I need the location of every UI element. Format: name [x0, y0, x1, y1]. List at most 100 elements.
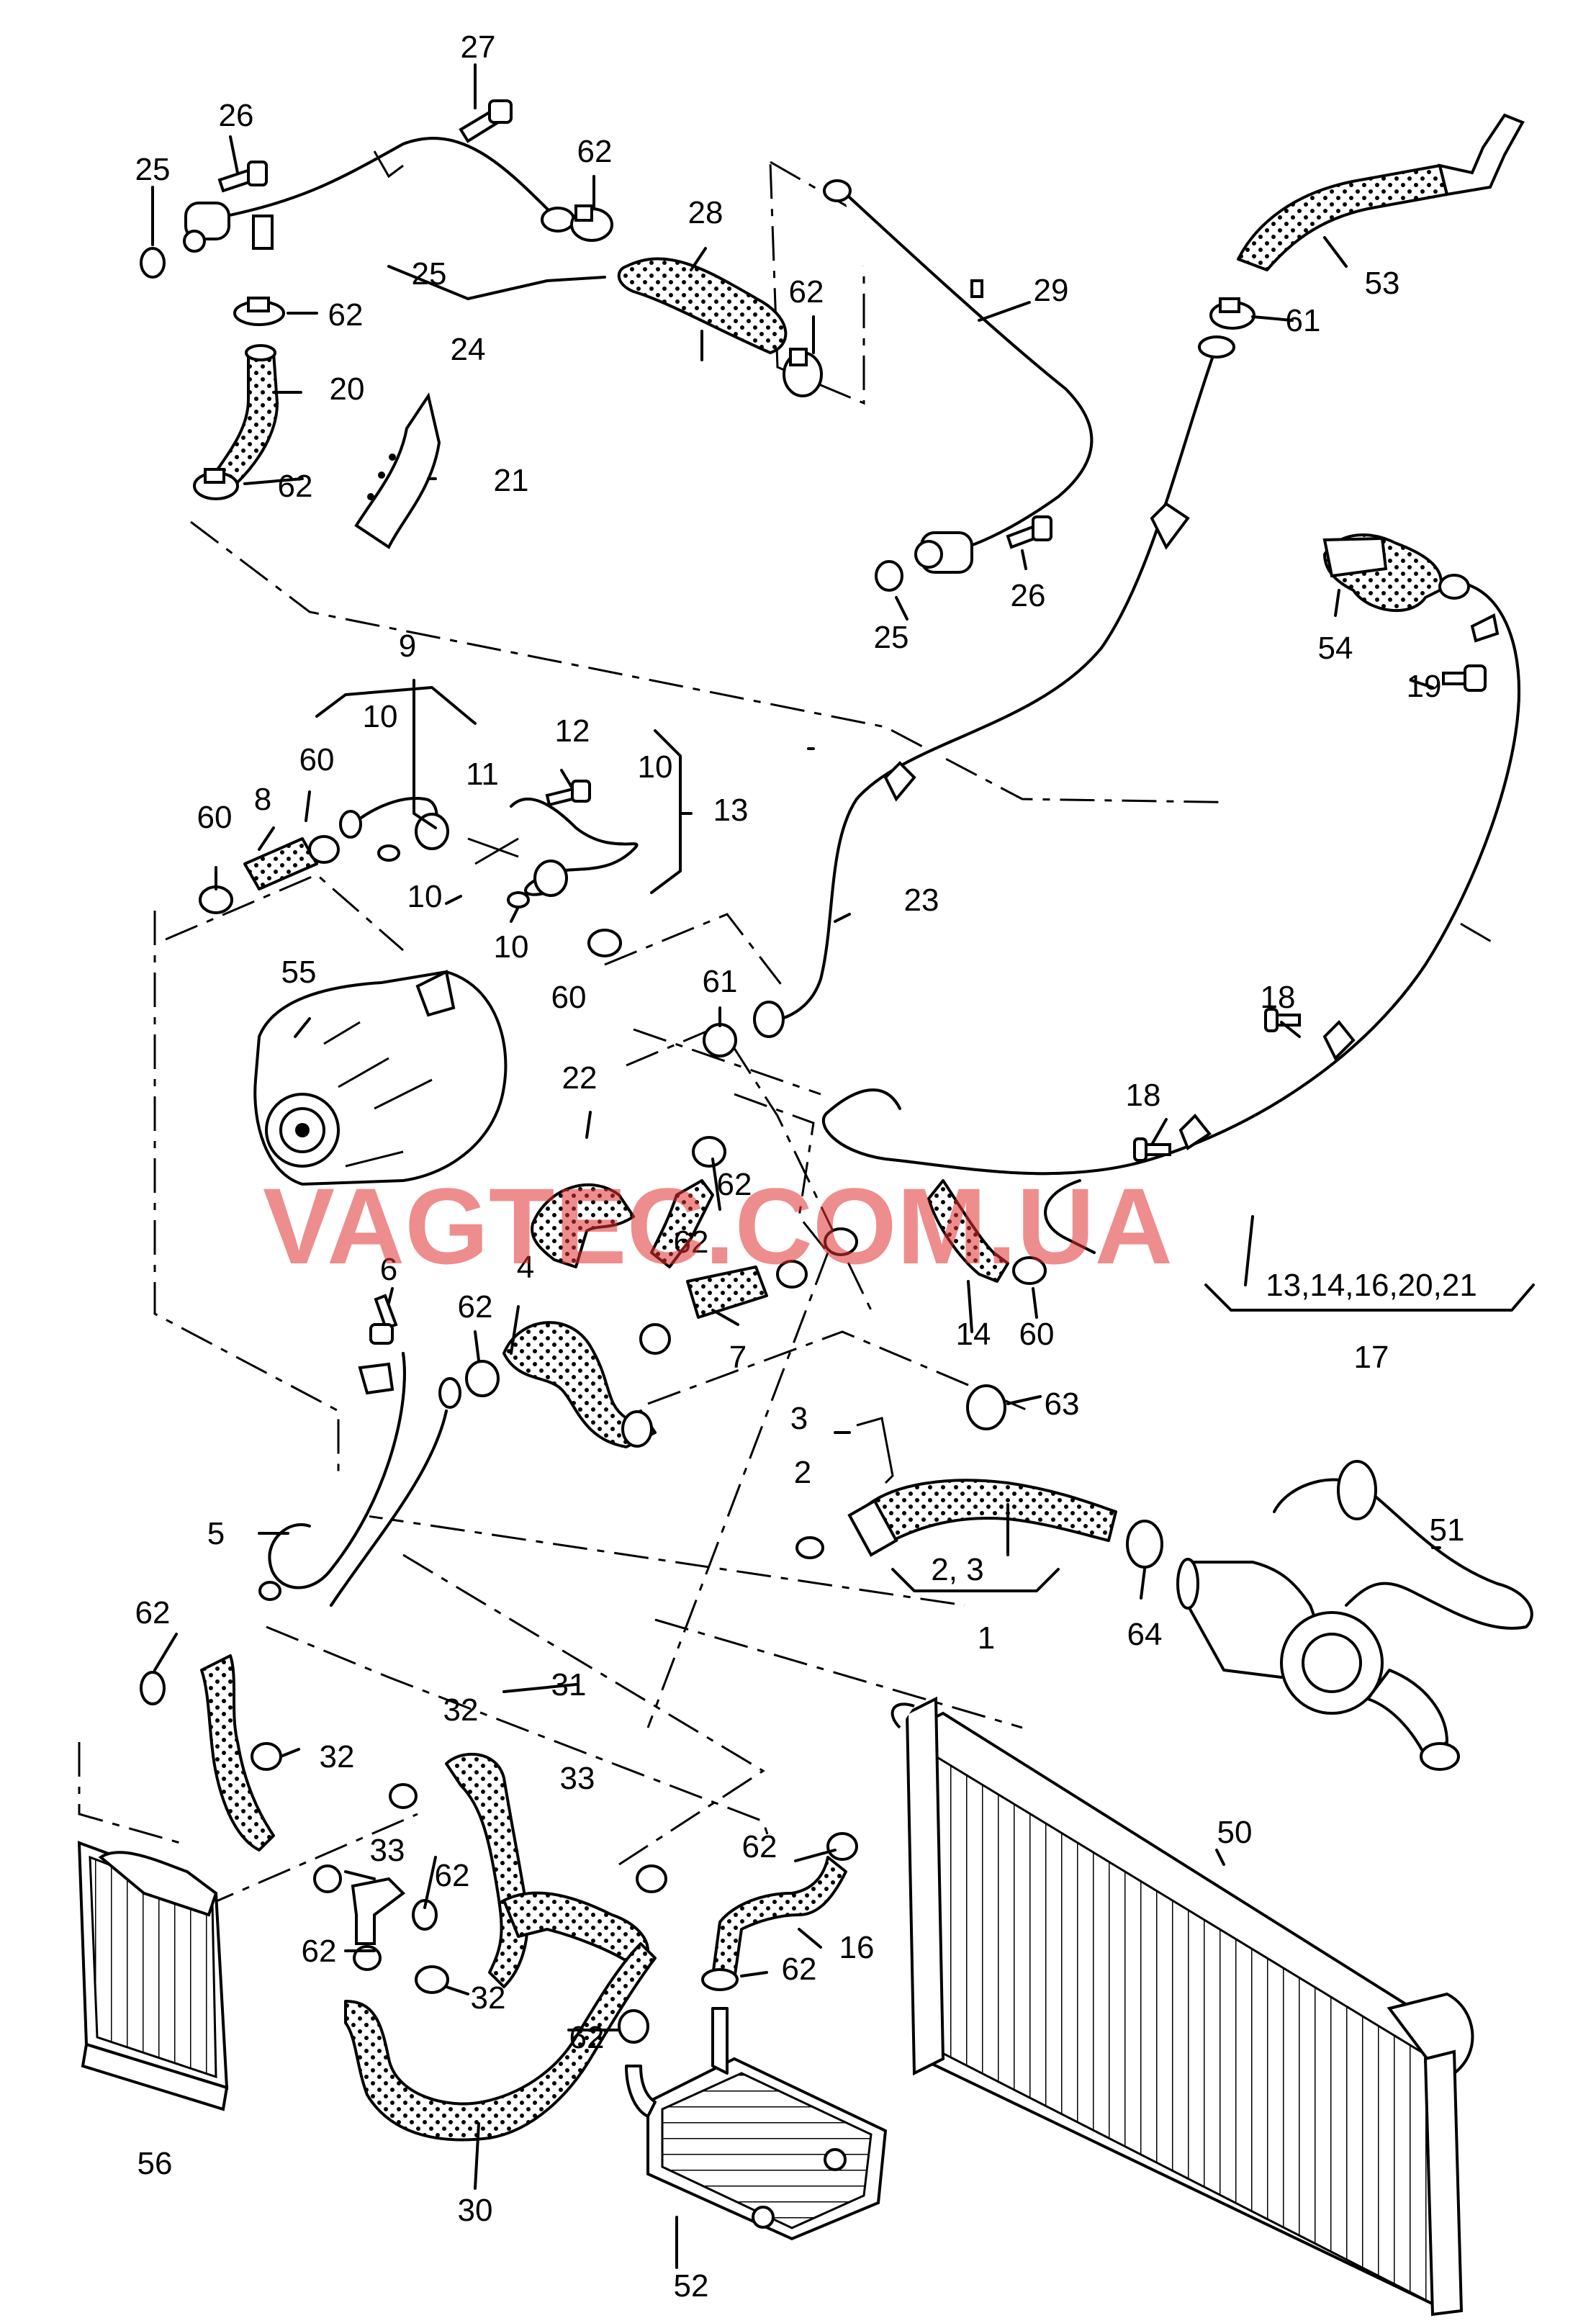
label-63: 63: [1045, 1386, 1080, 1422]
label-12: 12: [555, 713, 590, 749]
label-26: 26: [219, 98, 254, 133]
label-21: 21: [494, 463, 529, 498]
watermark-text: VAGTEC.COM.UA: [263, 1165, 1173, 1286]
clamp-63: [966, 1384, 1006, 1430]
label-10: 10: [494, 929, 529, 965]
label-55: 55: [281, 955, 317, 990]
bolt-12: [545, 780, 591, 807]
label-1: 1: [978, 1620, 995, 1656]
clamp-62-mid: [233, 297, 285, 326]
alternator-55: [253, 970, 508, 1186]
clamp-62-hose-16: [826, 1832, 858, 1861]
label-32: 32: [471, 1980, 506, 2016]
bolt-26-lower: [1006, 515, 1052, 549]
clamp-62-hose-7-right: [776, 1260, 808, 1289]
coolant-pipe-9: [339, 797, 449, 850]
label-13: 13: [713, 793, 749, 828]
label-62: 62: [742, 1829, 777, 1864]
clamp-62-mid-upper: [692, 1136, 726, 1168]
label-60: 60: [299, 742, 335, 777]
label-54: 54: [1318, 631, 1353, 666]
coolant-pipe-24: [183, 137, 575, 253]
clamp-62-e: [636, 1864, 667, 1893]
hose-53: [1237, 164, 1448, 271]
label-28: 28: [688, 195, 723, 230]
clip-3: [856, 1417, 894, 1484]
label-52: 52: [674, 2268, 709, 2304]
label-61: 61: [703, 964, 738, 999]
label-62: 62: [577, 134, 613, 169]
label-13-14-16-20-21: 13,14,16,20,21: [1266, 1268, 1477, 1303]
clamp-62-hose-16-low: [701, 1968, 739, 1991]
label-24: 24: [451, 332, 486, 367]
hose-33: [502, 1891, 649, 1967]
label-53: 53: [1365, 266, 1400, 301]
label-9: 9: [399, 628, 416, 664]
bolt-6: [369, 1294, 398, 1345]
clamp-62-b: [313, 1864, 342, 1893]
clamp-61-upper: [1209, 297, 1255, 330]
hose-31: [445, 1753, 529, 1988]
label-26: 26: [1011, 578, 1046, 613]
assembly-dash-lines: [78, 160, 1494, 1909]
label-62: 62: [278, 469, 313, 504]
bolt-26-upper: [217, 161, 268, 193]
label-62: 62: [569, 2020, 605, 2055]
label-8: 8: [254, 782, 271, 817]
label-60: 60: [197, 800, 233, 835]
o-ring-25-upper: [140, 247, 166, 279]
label-10: 10: [363, 699, 398, 734]
clamp-62-f: [618, 2009, 649, 2044]
label-10: 10: [407, 879, 443, 914]
coolant-pipe-29: [823, 179, 1094, 574]
hose-30: [344, 1942, 657, 2142]
leader-lines: [151, 63, 1535, 2269]
connector-33-tee: [351, 1877, 406, 1945]
label-2: 2: [794, 1455, 811, 1490]
label-25: 25: [135, 152, 171, 187]
clamp-62-a: [389, 1783, 418, 1809]
clamp-62-upper-right: [570, 204, 613, 242]
label-4: 4: [517, 1250, 534, 1285]
label-32: 32: [443, 1692, 479, 1728]
label-62: 62: [135, 1595, 171, 1630]
label-11: 11: [466, 757, 499, 792]
o-ring-2: [795, 1536, 824, 1559]
label-19: 19: [1407, 669, 1442, 704]
o-ring-hose-4: [438, 1377, 461, 1409]
label-17: 17: [1354, 1340, 1389, 1375]
clamp-32-b: [415, 1965, 449, 1994]
hose-16: [711, 1856, 847, 1981]
hose-14: [927, 1179, 1009, 1283]
label-20: 20: [330, 371, 365, 407]
label-2-3: 2, 3: [931, 1552, 983, 1587]
clamp-60-left: [199, 885, 233, 914]
label-23: 23: [904, 883, 939, 918]
label-27: 27: [461, 30, 496, 65]
label-62: 62: [435, 1858, 470, 1893]
label-62: 62: [302, 1934, 337, 1969]
pipe-end-7: [824, 1227, 858, 1256]
label-31: 31: [551, 1667, 587, 1702]
label-22: 22: [562, 1060, 598, 1096]
hose-28: [617, 257, 788, 354]
label-30: 30: [458, 2193, 493, 2228]
radiator-50: [891, 1696, 1474, 2317]
label-29: 29: [1034, 273, 1069, 308]
hose-20: [215, 351, 279, 484]
hose-8: [243, 837, 318, 890]
clamp-60-lower: [587, 929, 622, 957]
oil-cooler-52: [646, 2057, 888, 2241]
label-3: 3: [790, 1401, 808, 1436]
label-18: 18: [1261, 980, 1296, 1015]
label-18: 18: [1126, 1078, 1161, 1113]
label-14: 14: [956, 1317, 991, 1352]
clamp-62-hose-28: [783, 348, 823, 397]
thermostat-housing-51: [1176, 1460, 1533, 1771]
o-ring-25-lower: [875, 560, 903, 592]
label-60: 60: [1019, 1317, 1055, 1352]
label-6: 6: [380, 1252, 397, 1287]
connector-54: [1322, 533, 1443, 613]
label-62: 62: [717, 1167, 752, 1202]
clamp-62-hose-32: [140, 1671, 166, 1705]
